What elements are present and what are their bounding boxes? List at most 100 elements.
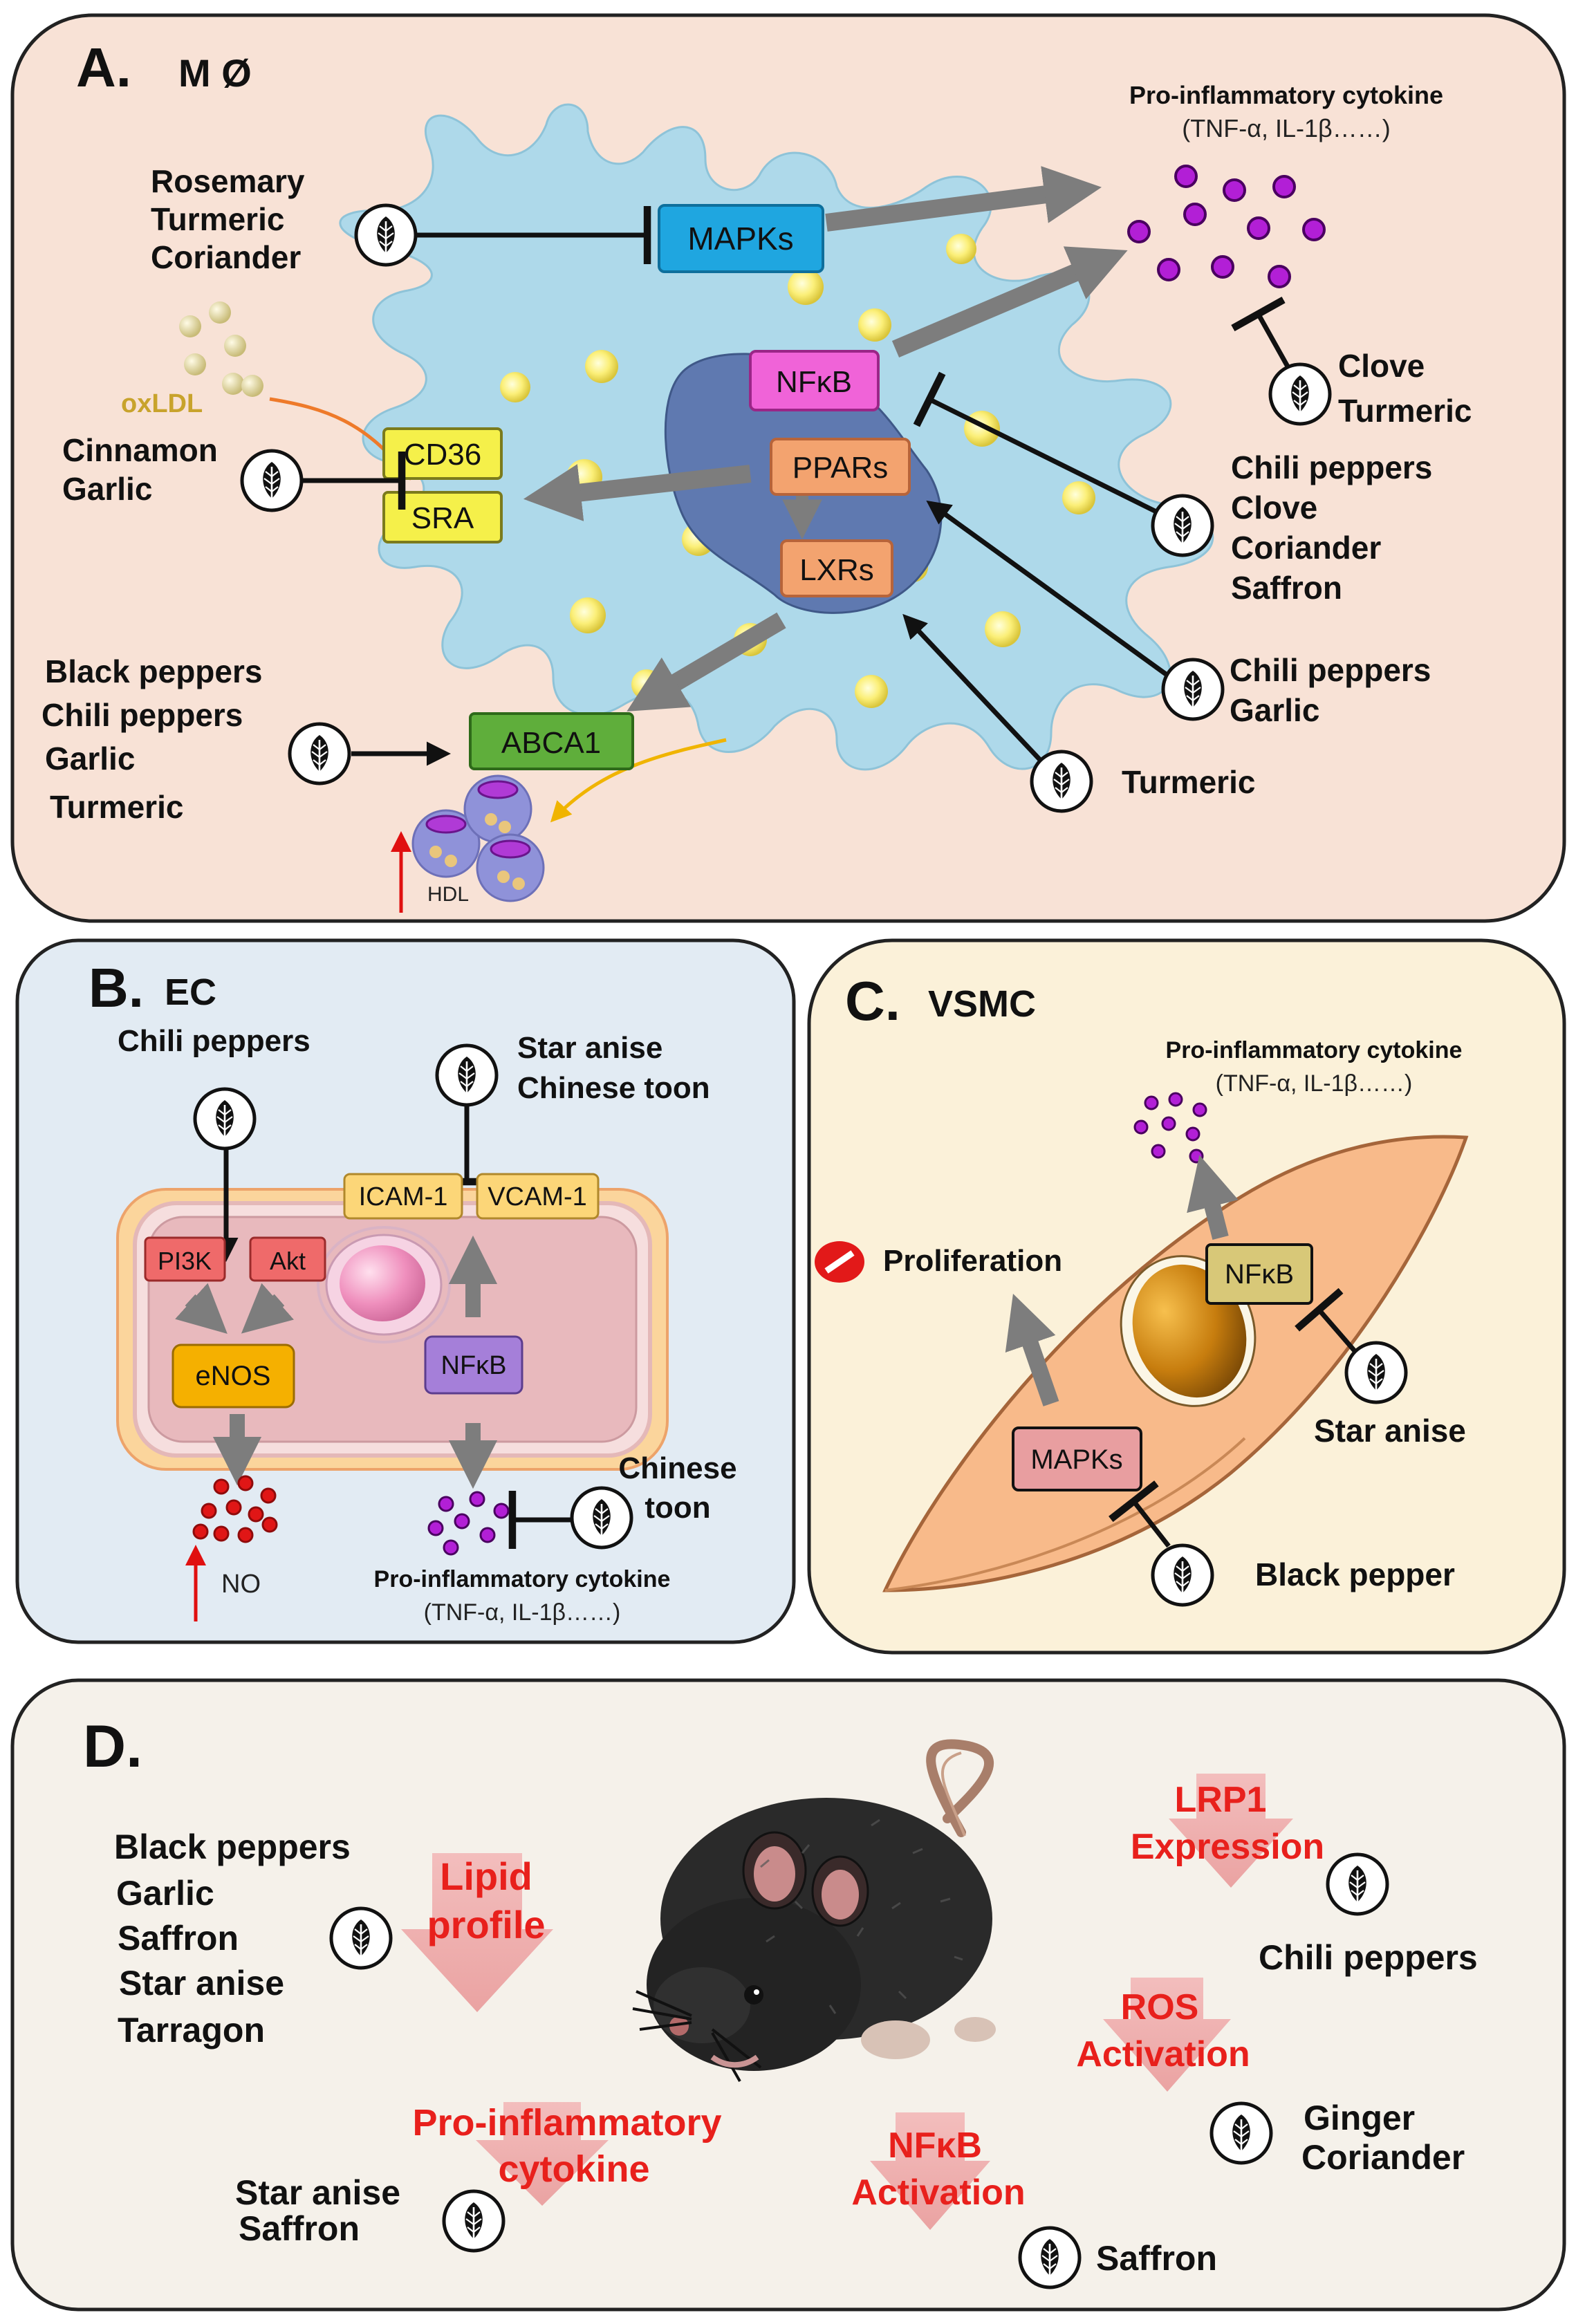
cytokine-title-b: Pro-inflammatory cytokine [374, 1566, 671, 1592]
cd36-box: CD36 [382, 427, 503, 480]
efflux-arrow [550, 738, 727, 823]
leaf-icon [195, 1089, 254, 1149]
ppars-box: PPARs [770, 438, 911, 496]
panel-d: D. [10, 1678, 1566, 2312]
svg-text:Star anise: Star anise [119, 1964, 284, 2002]
panel-a: A. M Ø Pro-inflammatory cytokine (TNF-α,… [10, 13, 1566, 923]
lrp1-label: LRP1 Expression [1131, 1780, 1324, 1867]
panel-c: C. VSMC Pro-inflammatory cytokine (TNF-α… [807, 938, 1566, 1655]
spices-lxrs: Turmeric [1122, 764, 1255, 800]
svg-text:Pro-inflammatory: Pro-inflammatory [412, 2102, 721, 2144]
svg-text:LRP1: LRP1 [1175, 1780, 1267, 1820]
svg-text:NFκB: NFκB [441, 1351, 507, 1380]
svg-text:ABCA1: ABCA1 [501, 726, 601, 760]
sra-box: SRA [382, 491, 503, 543]
leaf-icon [331, 1908, 391, 1968]
star-anise-label-b: Star anise [517, 1031, 662, 1065]
cytokine-dots-a [1127, 165, 1326, 288]
svg-text:Coriander: Coriander [1301, 2138, 1465, 2177]
lxrs-box: LXRs [780, 539, 893, 597]
enos-box: eNOS [171, 1344, 295, 1409]
pi3k-box: PI3K [144, 1236, 226, 1282]
svg-text:NFκB: NFκB [776, 365, 852, 399]
chili-label-b: Chili peppers [118, 1024, 310, 1058]
svg-text:cytokine: cytokine [498, 2148, 649, 2190]
cytokine-label-d: Pro-inflammatory cytokine [412, 2102, 721, 2190]
panel-a-cell-type: M Ø [178, 51, 252, 95]
leaf-icon [242, 451, 302, 510]
hdl-particles [411, 774, 545, 902]
spices-lipid: Black peppers Garlic Saffron Star anise … [114, 1828, 351, 2049]
svg-text:Saffron: Saffron [1231, 570, 1342, 606]
svg-text:profile: profile [427, 1903, 545, 1946]
svg-text:Cinnamon: Cinnamon [62, 432, 218, 468]
svg-text:Turmeric: Turmeric [1338, 393, 1472, 429]
nfkb-box-a: NFκB [749, 350, 880, 411]
panel-c-cell-type: VSMC [928, 983, 1036, 1025]
leaf-icon [290, 724, 349, 783]
svg-text:Saffron: Saffron [118, 1919, 239, 1958]
proliferation-label: Proliferation [883, 1244, 1062, 1278]
svg-text:MAPKs: MAPKs [1030, 1444, 1122, 1475]
leaf-icon [1328, 1854, 1387, 1914]
star-anise-label-c: Star anise [1314, 1413, 1466, 1449]
cytokine-title-c: Pro-inflammatory cytokine [1166, 1037, 1463, 1063]
leaf-icon [1020, 2228, 1079, 2287]
svg-text:Black peppers: Black peppers [45, 653, 262, 689]
spices-nfkb: Chili peppers Clove Coriander Saffron [1231, 449, 1432, 606]
spices-ros: Ginger Coriander [1301, 2099, 1465, 2177]
no-proliferation-icon [815, 1241, 864, 1283]
no-dots [192, 1475, 278, 1543]
leaf-icon [437, 1045, 497, 1105]
svg-text:ROS: ROS [1121, 1987, 1199, 2027]
leaf-icon [356, 205, 416, 265]
mouse-illustration [632, 1739, 996, 2082]
panel-b: B. EC Chili peppers Star anise Chinese t… [15, 938, 796, 1644]
nfkb-activation-label: NFκB Activation [851, 2126, 1025, 2213]
svg-text:NFκB: NFκB [888, 2126, 982, 2166]
oxldl-particles [179, 301, 263, 397]
chinese-toon-label-b2a: Chinese [618, 1451, 736, 1485]
panel-d-letter: D. [83, 1713, 142, 1780]
ros-label: ROS Activation [1076, 1987, 1250, 2074]
akt-box: Akt [249, 1236, 326, 1282]
ec-nucleus [317, 1226, 451, 1344]
grey-arrows-c [1005, 1155, 1239, 1406]
panel-a-letter: A. [76, 37, 131, 98]
svg-text:Turmeric: Turmeric [151, 201, 284, 237]
chinese-toon-label-b: Chinese toon [517, 1071, 710, 1105]
nfkb-spice: Saffron [1096, 2239, 1217, 2278]
svg-text:Expression: Expression [1131, 1827, 1324, 1867]
svg-text:Coriander: Coriander [1231, 530, 1381, 566]
leaf-icon [1212, 2103, 1271, 2163]
svg-text:Black peppers: Black peppers [114, 1828, 351, 1866]
svg-text:Rosemary: Rosemary [151, 163, 305, 199]
cytokine-dots-b [427, 1491, 510, 1556]
svg-text:Coriander: Coriander [151, 239, 301, 275]
svg-text:MAPKs: MAPKs [687, 221, 793, 257]
svg-text:Tarragon: Tarragon [118, 2011, 265, 2049]
grey-arrows-b [175, 1235, 498, 1489]
black-pepper-label-c: Black pepper [1255, 1556, 1455, 1592]
nfkb-box-c: NFκB [1205, 1243, 1313, 1305]
panel-c-letter: C. [845, 970, 900, 1032]
leaf-icon [1163, 660, 1223, 719]
svg-text:PI3K: PI3K [158, 1247, 212, 1275]
svg-text:Ginger: Ginger [1304, 2099, 1415, 2137]
svg-text:Star anise: Star anise [235, 2173, 400, 2212]
lipid-profile-label: Lipid profile [427, 1854, 545, 1946]
spices-cytokine: Clove Turmeric [1338, 348, 1472, 429]
leaf-icon [1270, 364, 1330, 424]
svg-text:Garlic: Garlic [45, 741, 135, 777]
svg-text:Garlic: Garlic [116, 1874, 214, 1913]
regulation-lines-a [303, 206, 1290, 766]
svg-text:SRA: SRA [411, 501, 474, 535]
svg-text:VCAM-1: VCAM-1 [488, 1182, 587, 1211]
nfkb-box-b: NFκB [424, 1335, 523, 1395]
svg-text:Chili peppers: Chili peppers [1231, 449, 1432, 485]
svg-text:Akt: Akt [270, 1247, 306, 1275]
cytokine-subtitle-a: (TNF-α, IL-1β……) [1182, 114, 1391, 142]
svg-text:Activation: Activation [851, 2173, 1025, 2213]
leaf-icon [1153, 1545, 1212, 1605]
